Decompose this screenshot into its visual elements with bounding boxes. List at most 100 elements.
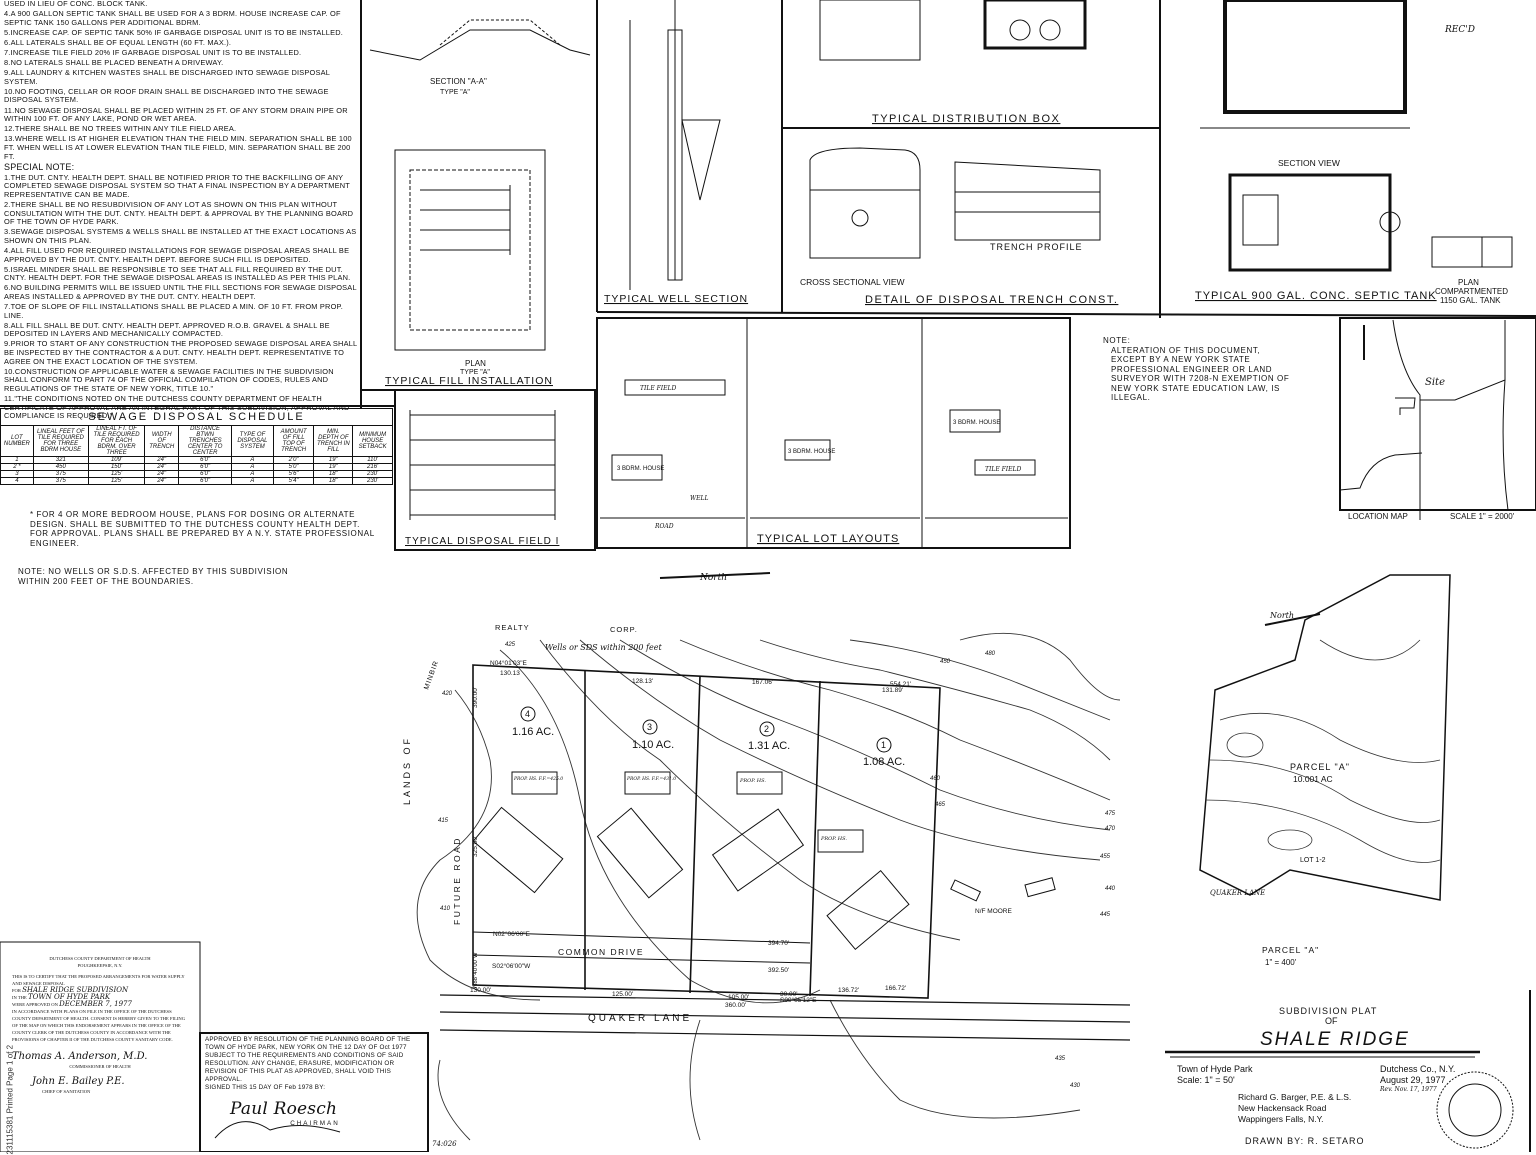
cert-approved-date: DECEMBER 7, 1977	[59, 1000, 132, 1008]
distance: 128.13'	[632, 678, 653, 685]
contour-label: 465	[935, 802, 946, 808]
lot-number-circle	[876, 737, 892, 753]
title-town: Town of Hyde Park	[1177, 1064, 1253, 1074]
alteration-note-text: ALTERATION OF THIS DOCUMENT, EXCEPT BY A…	[1111, 345, 1290, 403]
distance: 136.72'	[838, 987, 859, 994]
distance: 130.13	[500, 670, 520, 677]
engineer-seal	[1436, 1071, 1514, 1149]
contour-label: 480	[985, 651, 996, 657]
general-notes: USED IN LIEU OF CONC. BLOCK TANK.4.A 900…	[4, 0, 358, 422]
cert-title2: CHIEF OF SANITATION	[42, 1089, 91, 1094]
schedule-column-header: LINEAL FT. OF TILE REQUIRED FOR EACH BDR…	[87, 425, 146, 457]
distance: 131.89'	[882, 687, 903, 694]
septic-tank-title: TYPICAL 900 GAL. CONC. SEPTIC TANK	[1195, 290, 1437, 302]
note-item: 4.ALL FILL USED FOR REQUIRED INSTALLATIO…	[4, 245, 350, 264]
lot-line	[689, 675, 701, 994]
disposal-field-laterals	[409, 410, 556, 520]
wells-note: NOTE: NO WELLS OR S.D.S. AFFECTED BY THI…	[18, 567, 289, 586]
prop-house-label: PROP. HS.	[739, 778, 766, 784]
distribution-box-plan	[819, 0, 921, 61]
parcel-a-area: 10.001 AC	[1293, 774, 1333, 784]
schedule-column-header: AMOUNT OF FILL TOP OF TRENCH	[272, 425, 315, 457]
lot-layout-well: WELL	[690, 495, 709, 502]
prop-house-label: PROP. HS. F.F.=425.0	[513, 776, 563, 782]
lot-layouts-title: TYPICAL LOT LAYOUTS	[757, 533, 899, 545]
distance: 125.00'	[612, 991, 633, 998]
distance: 554.21'	[890, 681, 911, 688]
fill-plan-label: PLAN	[465, 359, 486, 368]
distance: 166.72'	[885, 985, 906, 992]
cert-signature1: Thomas A. Anderson, M.D.	[12, 1051, 148, 1062]
plat-north-label: North	[699, 573, 727, 583]
prop-house-label: PROP. HS.	[820, 836, 847, 842]
parcel-a-title: PARCEL "A"	[1262, 945, 1319, 955]
contour-label: 410	[440, 906, 451, 912]
schedule-cell: 125'	[87, 477, 146, 485]
distance: 325.00'	[472, 836, 479, 857]
parcel-a-name: PARCEL "A"	[1290, 762, 1350, 772]
lot-number-circle	[520, 706, 536, 722]
subdivision-boundary	[472, 664, 941, 999]
lot-1: 1 1.08 AC.	[863, 737, 905, 768]
contour-label: 460	[930, 776, 941, 782]
bearing: S09°05'12"E	[780, 996, 817, 1004]
fill-plan-outline	[394, 149, 546, 351]
lot-area: 1.08 AC.	[863, 756, 905, 768]
cross-section-label: CROSS SECTIONAL VIEW	[800, 277, 905, 287]
cert-town: TOWN OF HYDE PARK	[28, 993, 111, 1001]
well-section-title: TYPICAL WELL SECTION	[604, 293, 748, 305]
bearing: N04°01'03"E	[490, 659, 528, 667]
contour-label: 435	[1055, 1056, 1066, 1062]
lot-number: 2	[764, 724, 769, 734]
cert-header1: DUTCHESS COUNTY DEPARTMENT OF HEALTH	[49, 956, 151, 961]
compartmented-tank-plan	[1431, 236, 1513, 268]
schedule-footnote: * FOR 4 OR MORE BEDROOM HOUSE, PLANS FOR…	[30, 510, 375, 548]
distance: 30.00'	[780, 991, 798, 998]
north-arrow-icon	[659, 572, 771, 579]
septic-tank-plan	[1228, 173, 1392, 272]
schedule-column-header: TYPE OF DISPOSAL SYSTEM	[231, 425, 274, 457]
divider	[596, 311, 1536, 317]
lot-layout-house-label: 3 BDRM. HOUSE	[788, 449, 835, 455]
location-map-frame	[1339, 317, 1536, 511]
title-address2: Wappingers Falls, N.Y.	[1238, 1114, 1324, 1124]
bearing: N88°40'00"W	[473, 952, 479, 988]
lot-line	[809, 680, 821, 997]
divider	[360, 0, 362, 408]
lot-area: 1.31 AC.	[748, 740, 790, 752]
note-item: 8.NO LATERALS SHALL BE PLACED BENEATH A …	[4, 58, 224, 68]
trench-profile	[954, 161, 1101, 241]
general-notes-list: USED IN LIEU OF CONC. BLOCK TANK.4.A 900…	[4, 0, 358, 161]
cert-body: IN ACCORDANCE WITH PLANS ON FILE IN THE …	[12, 1009, 186, 1042]
note-item: 10.NO FOOTING, CELLAR OR ROOF DRAIN SHAL…	[4, 86, 329, 105]
schedule-column-header: MINIMUM HOUSE SETBACK	[352, 425, 393, 457]
schedule-column-header: DISTANCE BTWN TRENCHES CENTER TO CENTER	[178, 425, 232, 457]
note-item: 2.THERE SHALL BE NO RESUBDIVISION OF ANY…	[4, 199, 354, 227]
note-item: 5.INCREASE CAP. OF SEPTIC TANK 50% IF GA…	[4, 27, 344, 37]
schedule-cell: 230'	[352, 477, 393, 485]
future-road-label: FUTURE ROAD	[452, 836, 462, 925]
note-item: 9.ALL LAUNDRY & KITCHEN WASTES SHALL BE …	[4, 68, 330, 86]
north-arrow-icon	[1264, 613, 1321, 626]
lands-of-label: LANDS OF	[402, 736, 412, 805]
lot-number-circle	[642, 719, 658, 735]
lot-layout-house	[949, 409, 1001, 433]
cert-signature2: John E. Bailey P.E.	[32, 1076, 125, 1087]
lot-2: 2 1.31 AC.	[748, 721, 790, 752]
owner-west-label: MINBIR	[423, 660, 440, 691]
note-item: 13.WHERE WELL IS AT HIGHER ELEVATION THA…	[4, 134, 352, 161]
common-drive-label: COMMON DRIVE	[558, 947, 644, 957]
title-drawn-by: DRAWN BY: R. SETARO	[1245, 1136, 1365, 1146]
distance: 394.70'	[768, 940, 789, 947]
parcel-north: North	[1269, 611, 1294, 620]
lot-number: 3	[647, 722, 652, 732]
lot-layout-house	[784, 439, 831, 461]
distance: 130.00'	[470, 987, 491, 994]
lot-area: 1.10 AC.	[632, 739, 674, 751]
lot-4: 4 1.16 AC.	[512, 706, 554, 738]
location-map-roads	[1339, 319, 1509, 520]
tank-plan-sub2: 1150 GAL. TANK	[1440, 296, 1501, 305]
